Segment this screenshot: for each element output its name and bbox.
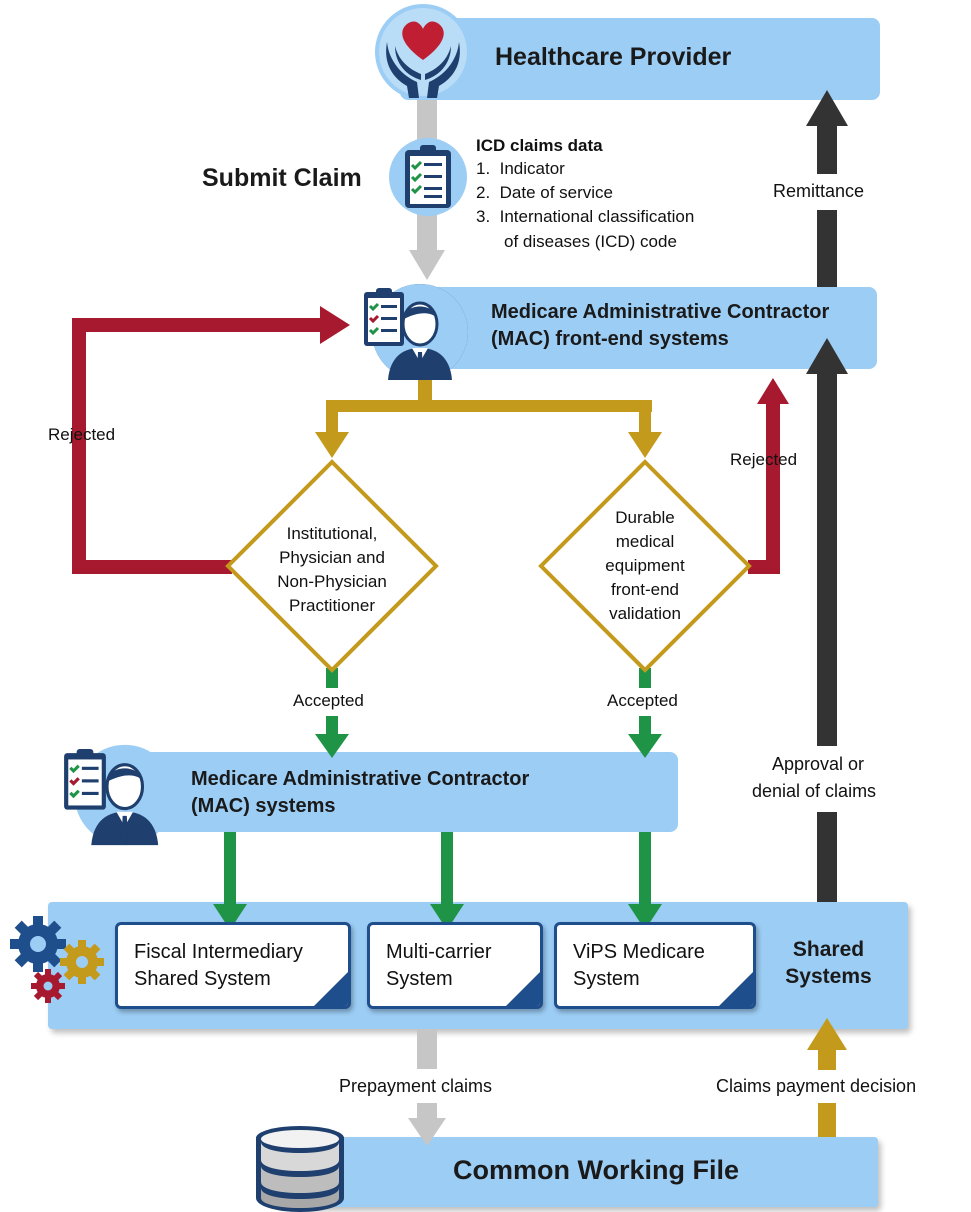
fiscal-intermediary-system-box: Fiscal Intermediary Shared System: [115, 922, 351, 1009]
remittance-arrow: [806, 90, 848, 287]
submit-claim-label: Submit Claim: [202, 164, 362, 192]
approval-arrow: [806, 338, 848, 902]
mac-systems-avatar-icon: [64, 744, 175, 846]
to-shared-arrows: [213, 832, 662, 930]
database-icon: [256, 1126, 344, 1212]
icd-item-icd-code-cont: of diseases (ICD) code: [504, 232, 677, 251]
common-working-file-band: [300, 1137, 878, 1207]
approval-label-line2: denial of claims: [752, 781, 877, 801]
mac-frontend-title-line1: Medicare Administrative Contractor: [491, 301, 830, 323]
institutional-decision-text: Institutional, Physician and Non-Physici…: [262, 522, 402, 618]
accepted-arrows: [315, 668, 662, 758]
rejected-left-arrow: [72, 306, 350, 574]
multi-carrier-line2: System: [386, 968, 453, 990]
icd-claims-data-title: ICD claims data: [476, 136, 603, 155]
corner-accent: [506, 972, 540, 1006]
prepayment-claims-label: Prepayment claims: [339, 1076, 493, 1096]
icd-item-date: 2. Date of service: [476, 183, 614, 202]
payment-decision-arrow: [807, 1018, 847, 1137]
vips-medicare-system-box: ViPS Medicare System: [554, 922, 756, 1009]
healthcare-provider-title: Healthcare Provider: [495, 43, 732, 71]
corner-accent: [719, 972, 753, 1006]
remittance-label: Remittance: [773, 181, 865, 201]
shared-systems-title: Shared Systems: [776, 936, 881, 990]
institutional-decision-diamond: [225, 459, 439, 673]
claims-payment-decision-label: Claims payment decision: [716, 1076, 917, 1096]
fiscal-intermediary-line1: Fiscal Intermediary: [134, 941, 303, 963]
dme-line3: equipment: [605, 556, 685, 575]
vips-line2: System: [573, 968, 640, 990]
submit-flow-arrow: [409, 100, 445, 280]
common-working-file-title: Common Working File: [453, 1155, 740, 1185]
rejected-right-label: Rejected: [730, 450, 798, 469]
dme-decision-diamond: [538, 459, 752, 673]
shared-title-line2: Systems: [785, 965, 872, 988]
dme-line2: medical: [615, 532, 675, 551]
mac-frontend-avatar-icon: [364, 284, 468, 380]
icd-item-icd-code: 3. International classification: [476, 207, 695, 226]
healthcare-provider-band: [400, 18, 880, 100]
gears-icon: [10, 916, 104, 1003]
dme-line5: validation: [609, 604, 681, 623]
institutional-line4: Practitioner: [289, 596, 375, 615]
multi-carrier-system-box: Multi-carrier System: [367, 922, 543, 1009]
prepayment-arrow: [408, 1029, 446, 1146]
clipboard-icon: [389, 138, 467, 216]
fiscal-intermediary-line2: Shared System: [134, 968, 271, 990]
institutional-line1: Institutional,: [286, 524, 378, 543]
multi-carrier-line1: Multi-carrier: [386, 941, 492, 963]
rejected-left-label: Rejected: [48, 425, 116, 444]
icd-item-indicator: 1. Indicator: [476, 159, 565, 178]
rejected-right-arrow: [748, 378, 789, 574]
accepted-right-label: Accepted: [607, 691, 678, 710]
dme-decision-text: Durable medical equipment front-end vali…: [585, 506, 705, 626]
heart-hands-icon: [375, 4, 471, 100]
dme-line4: front-end: [610, 580, 680, 599]
accepted-left-label: Accepted: [293, 691, 364, 710]
split-arrow: [315, 370, 662, 458]
mac-systems-band: [125, 752, 678, 832]
shared-title-line1: Shared: [792, 938, 865, 961]
dme-line1: Durable: [615, 508, 675, 527]
mac-systems-title-line1: Medicare Administrative Contractor: [191, 768, 530, 790]
corner-accent: [314, 972, 348, 1006]
approval-label-line1: Approval or: [772, 754, 865, 774]
institutional-line2: Physician and: [279, 548, 385, 567]
mac-frontend-band: [400, 287, 877, 369]
institutional-line3: Non-Physician: [277, 572, 387, 591]
vips-line1: ViPS Medicare: [573, 941, 705, 963]
mac-frontend-title-line2: (MAC) front-end systems: [491, 328, 729, 350]
mac-systems-title-line2: (MAC) systems: [191, 795, 336, 817]
